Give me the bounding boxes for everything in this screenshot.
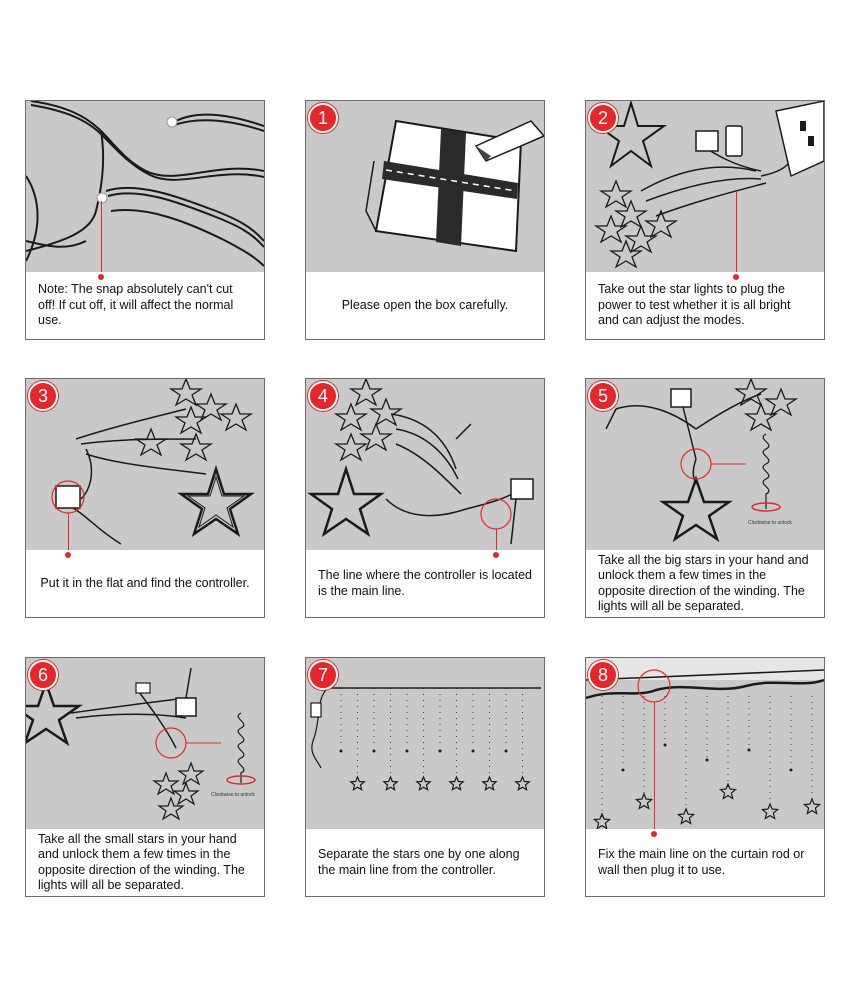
star-light-icon [481,775,498,791]
instruction-panel-step-8: 8 Fix the main line on the curtain rod o… [585,657,825,897]
lights-flat-drawing [51,379,255,545]
star-light-icon [448,775,465,791]
step-caption: Take all the big stars in your hand and … [598,552,809,614]
unwind-direction-label: Clockwise to unlock [211,792,255,798]
open-box-illustration: 1 [306,101,544,272]
step-caption: Take out the star lights to plug the pow… [598,282,791,328]
main-line-illustration: 4 [306,379,544,550]
step-number-badge: 8 [588,660,618,690]
instruction-panel-step-2: 2 Take out the star lights to plug the p… [585,100,825,340]
unwind-direction-label: Clockwise to unlock [748,520,792,526]
instruction-panel-step-5: Clockwise to unlock 5 Take all the big s… [585,378,825,618]
step-caption: The line where the controller is located… [318,568,533,598]
separate-stars-illustration: 7 [306,658,544,829]
wire-snap-illustration [26,101,264,272]
box-and-cutter-drawing [365,119,544,253]
step-caption: Note: The snap absolutely can't cut off!… [38,282,234,328]
unwind-small-stars-illustration: Clockwise to unlock 6 [26,658,264,829]
step-caption: Fix the main line on the curtain rod or … [598,847,805,877]
instruction-panel-note: Note: The snap absolutely can't cut off!… [25,100,265,340]
star-light-icon [415,775,432,791]
star-light-icon [634,792,654,810]
star-light-icon [760,802,780,820]
star-light-icon [514,775,531,791]
star-light-icon [349,775,366,791]
step-number-badge: 4 [308,381,338,411]
unwind-big-stars-illustration: Clockwise to unlock 5 [586,379,824,550]
find-controller-illustration: 3 [26,379,264,550]
star-light-icon [676,807,696,825]
small-stars-unwind-drawing: Clockwise to unlock [26,667,256,821]
wire-bundle-drawing [26,101,264,267]
star-light-icon [592,812,612,829]
curtain-rod-drawing [586,658,824,829]
test-lights-illustration: 2 [586,101,824,272]
big-stars-unwind-drawing: Clockwise to unlock [605,379,799,543]
step-caption: Take all the small stars in your hand an… [38,831,245,893]
step-caption: Please open the box carefully. [341,297,509,312]
instruction-panel-step-3: 3 Put it in the flat and find the contro… [25,378,265,618]
step-caption: Put it in the flat and find the controll… [40,575,250,590]
instruction-panel-step-1: 1 Please open the box carefully. [305,100,545,340]
instruction-panel-step-7: 7 Separate the stars one by one along th… [305,657,545,897]
main-line-drawing [307,379,534,545]
step-caption: Separate the stars one by one along the … [318,847,520,877]
install-curtain-illustration: 8 [586,658,824,829]
instruction-panel-step-4: 4 The line where the controller is locat… [305,378,545,618]
step-number-badge: 7 [308,660,338,690]
star-light-icon [718,782,738,800]
step-number-badge: 2 [588,103,618,133]
step-number-badge: 6 [28,660,58,690]
step-number-badge: 3 [28,381,58,411]
star-light-icon [802,797,822,815]
step-number-badge: 1 [308,103,338,133]
step-number-badge: 5 [588,381,618,411]
instruction-panel-step-6: Clockwise to unlock 6 Take all the small… [25,657,265,897]
star-light-icon [382,775,399,791]
star-lights-and-socket-drawing [593,101,824,269]
star-curtain-drawing [310,687,541,791]
